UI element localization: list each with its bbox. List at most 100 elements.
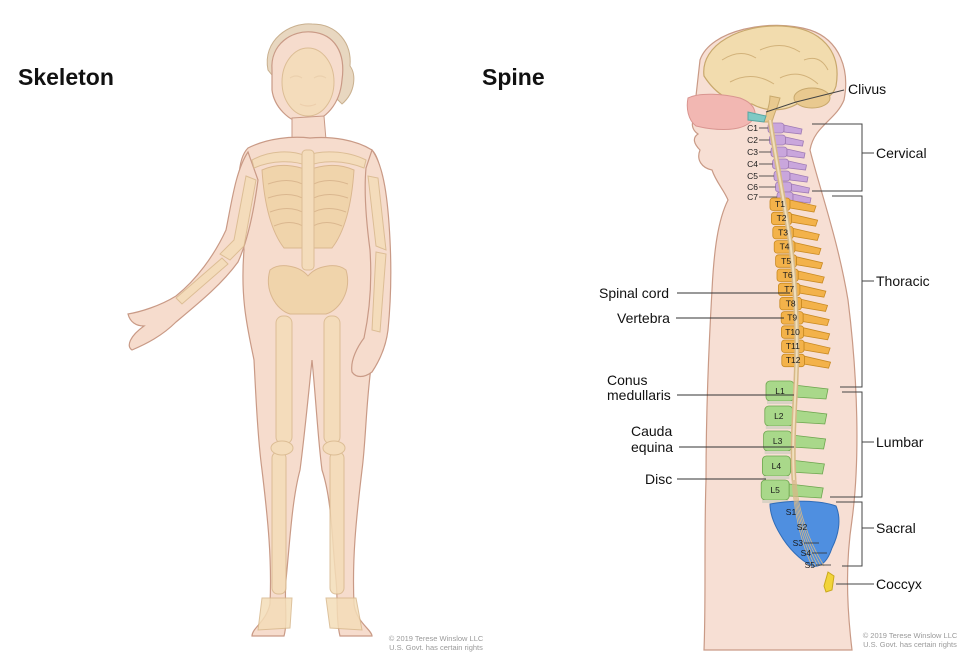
label-t2: T2 [777, 213, 787, 223]
femur-left [275, 315, 293, 445]
label-s3: S3 [793, 538, 804, 548]
disc-l5 [762, 500, 789, 503]
label-s2: S2 [797, 522, 808, 532]
label-s4: S4 [801, 548, 812, 558]
label-c5: C5 [747, 171, 758, 181]
left-callouts: Spinal cord Vertebra Conus medullaris Ca… [599, 285, 794, 487]
lumbar-bracket [830, 391, 863, 498]
label-s1: S1 [786, 507, 797, 517]
label-t5: T5 [781, 256, 791, 266]
disc-l1 [767, 401, 793, 404]
spine-credit-line1: © 2019 Terese Winslow LLC [863, 631, 958, 640]
process-c1 [783, 124, 803, 135]
label-c7: C7 [747, 192, 758, 202]
foot-left [257, 597, 293, 631]
process-c6 [791, 183, 810, 194]
label-t8: T8 [786, 298, 796, 308]
forearm-right [371, 251, 387, 333]
process-c4 [788, 160, 807, 171]
process-t2 [791, 213, 819, 227]
process-t6 [797, 270, 825, 284]
clivus-bone [747, 111, 767, 123]
cauda-label-line2: equina [631, 439, 673, 455]
process-t12 [804, 355, 832, 369]
label-t3: T3 [778, 227, 788, 237]
cauda-equina-strand [794, 479, 822, 567]
skeleton-title: Skeleton [18, 64, 114, 90]
process-t7 [799, 284, 827, 298]
region-brackets [765, 89, 874, 585]
label-t1: T1 [775, 199, 785, 209]
process-t8 [801, 298, 829, 312]
knee-left [270, 440, 294, 456]
humerus-right [367, 175, 387, 251]
conus-label-line1: Conus [607, 372, 647, 388]
process-t10 [803, 327, 831, 341]
clivus-leader [765, 89, 845, 113]
label-c6: C6 [747, 182, 758, 192]
pelvis [268, 265, 348, 315]
label-l2: L2 [774, 411, 784, 421]
label-t10: T10 [785, 327, 800, 337]
spine-title: Spine [482, 64, 545, 90]
process-t1 [789, 199, 817, 213]
cauda-equina-strand [795, 479, 825, 567]
brain-folds [721, 45, 829, 85]
child-skeleton [175, 47, 387, 631]
process-l4 [790, 459, 825, 475]
knee-right [322, 440, 346, 456]
spinal-cord-label: Spinal cord [599, 285, 669, 301]
skeleton-credit-line1: © 2019 Terese Winslow LLC [389, 634, 484, 643]
thoracic-label: Thoracic [876, 273, 930, 289]
disc-l3 [764, 451, 791, 454]
process-t3 [792, 227, 820, 241]
label-t4: T4 [780, 242, 790, 252]
clivus-label: Clivus [848, 81, 886, 97]
spinal-cord-core [769, 119, 798, 481]
foot-right [325, 597, 363, 631]
coccyx-bone [823, 571, 835, 593]
label-c2: C2 [747, 135, 758, 145]
label-t11: T11 [786, 341, 800, 351]
vertebra-labels: C1C2C3C4C5C6C7T1T2T3T4T5T6T7T8T9T10T11T1… [747, 123, 831, 570]
conus-label-line2: medullaris [607, 387, 671, 403]
label-t6: T6 [783, 270, 793, 280]
label-s5: S5 [805, 560, 816, 570]
label-c3: C3 [747, 147, 758, 157]
process-c5 [789, 172, 809, 183]
skeleton-credit-line2: U.S. Govt. has certain rights [389, 643, 483, 652]
cauda-equina-strand [793, 479, 819, 567]
label-t9: T9 [787, 313, 797, 323]
label-c1: C1 [747, 123, 758, 133]
thoracic-bracket [832, 195, 863, 388]
label-l1: L1 [775, 386, 785, 396]
child-spine [301, 149, 315, 271]
label-t12: T12 [786, 355, 801, 365]
cauda-equina-strand [792, 479, 816, 567]
disc-label: Disc [645, 471, 672, 487]
cervical-bracket [812, 123, 863, 192]
child-body-illustration [127, 23, 392, 637]
lumbar-label: Lumbar [876, 434, 924, 450]
tibia-right [329, 451, 345, 595]
process-c3 [786, 148, 806, 159]
sacral-bracket [836, 501, 863, 567]
skull [281, 47, 335, 117]
sacral-label: Sacral [876, 520, 916, 536]
label-c4: C4 [747, 159, 758, 169]
process-t5 [796, 256, 824, 270]
femur-right [323, 315, 341, 445]
cervical-label: Cervical [876, 145, 927, 161]
cauda-label-line1: Cauda [631, 423, 672, 439]
spine-credit-line2: U.S. Govt. has certain rights [863, 640, 957, 649]
humerus-left [219, 175, 257, 261]
label-t7: T7 [784, 284, 794, 294]
process-t4 [794, 242, 822, 256]
nasal-cavity [686, 93, 756, 130]
tibia-left [271, 451, 287, 595]
label-l3: L3 [773, 436, 783, 446]
process-c2 [785, 136, 804, 147]
forearm-left [175, 257, 229, 305]
cauda-equina-strand [791, 479, 813, 567]
